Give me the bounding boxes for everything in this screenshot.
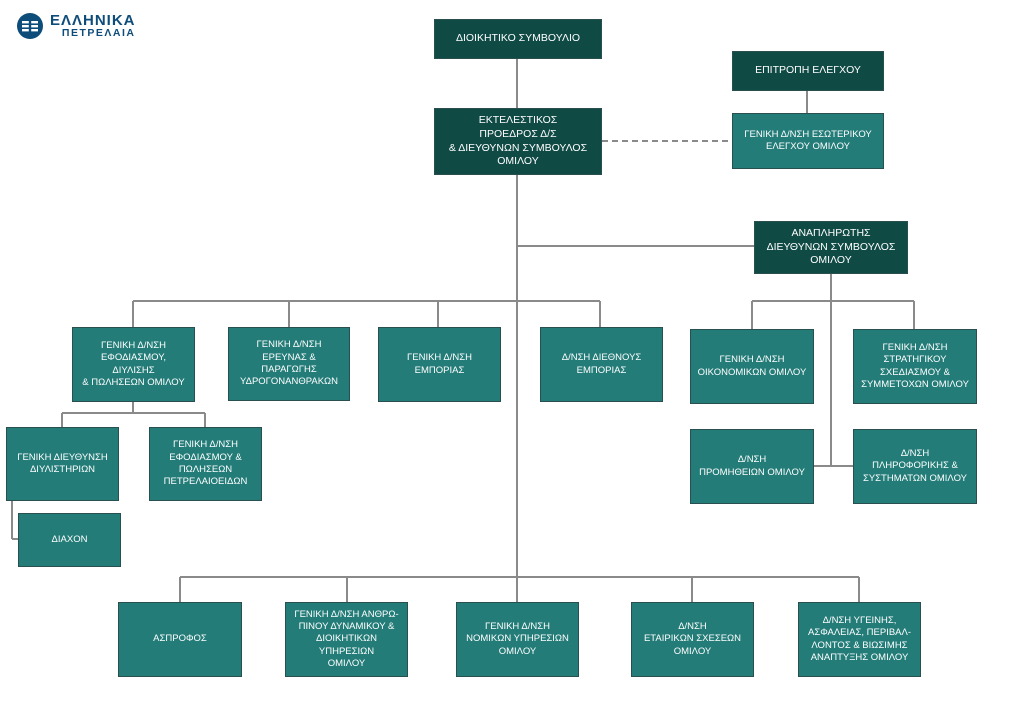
- internal-audit-box: ΓΕΝΙΚΗ Δ/ΝΣΗ ΕΣΩΤΕΡΙΚΟΥ ΕΛΕΓΧΟΥ ΟΜΙΛΟΥ: [732, 113, 884, 169]
- corporate-relations-box: Δ/ΝΣΗ ΕΤΑΙΡΙΚΩΝ ΣΧΕΣΕΩΝ ΟΜΙΛΟΥ: [631, 602, 754, 677]
- board-box: ΔΙΟΙΚΗΤΙΚΟ ΣΥΜΒΟΥΛΙΟ: [434, 19, 602, 59]
- legal-box: ΓΕΝΙΚΗ Δ/ΝΣΗ ΝΟΜΙΚΩΝ ΥΠΗΡΕΣΙΩΝ ΟΜΙΛΟΥ: [456, 602, 579, 677]
- company-logo: ΕΛΛΗΝΙΚΑ ΠΕΤΡΕΛΑΙΑ: [16, 12, 136, 40]
- diaxon-box: ΔΙΑΧΟΝ: [18, 513, 121, 567]
- intl-trading-box: Δ/ΝΣΗ ΔΙΕΘΝΟΥΣ ΕΜΠΟΡΙΑΣ: [540, 327, 663, 402]
- logo-text-line1: ΕΛΛΗΝΙΚΑ: [50, 11, 136, 29]
- logo-text-line2: ΠΕΤΡΕΛΑΙΑ: [61, 27, 136, 40]
- deputy-ceo-box: ΑΝΑΠΛΗΡΩΤΗΣ ΔΙΕΥΘΥΝΩΝ ΣΥΜΒΟΥΛΟΣ ΟΜΙΛΟΥ: [754, 221, 908, 274]
- aspropos-box: ΑΣΠΡΟΦΟΣ: [118, 602, 242, 677]
- logo-emblem-icon: [17, 13, 43, 39]
- refineries-box: ΓΕΝΙΚΗ ΔΙΕΥΘΥΝΣΗ ΔΙΥΛΙΣΤΗΡΙΩΝ: [6, 427, 119, 501]
- exploration-box: ΓΕΝΙΚΗ Δ/ΝΣΗ ΕΡΕΥΝΑΣ & ΠΑΡΑΓΩΓΗΣ ΥΔΡΟΓΟΝ…: [228, 327, 350, 401]
- audit-committee-box: ΕΠΙΤΡΟΠΗ ΕΛΕΓΧΟΥ: [732, 51, 884, 91]
- it-box: Δ/ΝΣΗ ΠΛΗΡΟΦΟΡΙΚΗΣ & ΣΥΣΤΗΜΑΤΩΝ ΟΜΙΛΟΥ: [853, 429, 977, 504]
- supply-sales-box: ΓΕΝΙΚΗ Δ/ΝΣΗ ΕΦΟΔΙΑΣΜΟΥ & ΠΩΛΗΣΕΩΝ ΠΕΤΡΕ…: [149, 427, 262, 501]
- hr-box: ΓΕΝΙΚΗ Δ/ΝΣΗ ΑΝΘΡΩ- ΠΙΝΟΥ ΔΥΝΑΜΙΚΟΥ & ΔΙ…: [285, 602, 408, 677]
- trading-box: ΓΕΝΙΚΗ Δ/ΝΣΗ ΕΜΠΟΡΙΑΣ: [378, 327, 501, 402]
- supply-refining-sales-box: ΓΕΝΙΚΗ Δ/ΝΣΗ ΕΦΟΔΙΑΣΜΟΥ, ΔΙΥΛΙΣΗΣ & ΠΩΛΗ…: [72, 327, 195, 402]
- procurement-box: Δ/ΝΣΗ ΠΡΟΜΗΘΕΙΩΝ ΟΜΙΛΟΥ: [690, 429, 814, 504]
- finance-box: ΓΕΝΙΚΗ Δ/ΝΣΗ ΟΙΚΟΝΟΜΙΚΩΝ ΟΜΙΛΟΥ: [690, 329, 814, 404]
- ceo-box: ΕΚΤΕΛΕΣΤΙΚΟΣ ΠΡΟΕΔΡΟΣ Δ/Σ & ΔΙΕΥΘΥΝΩΝ ΣΥ…: [434, 108, 602, 175]
- strategy-box: ΓΕΝΙΚΗ Δ/ΝΣΗ ΣΤΡΑΤΗΓΙΚΟΥ ΣΧΕΔΙΑΣΜΟΥ & ΣΥ…: [853, 329, 977, 404]
- hse-box: Δ/ΝΣΗ ΥΓΕΙΝΗΣ, ΑΣΦΑΛΕΙΑΣ, ΠΕΡΙΒΑΛ- ΛΟΝΤΟ…: [798, 602, 921, 677]
